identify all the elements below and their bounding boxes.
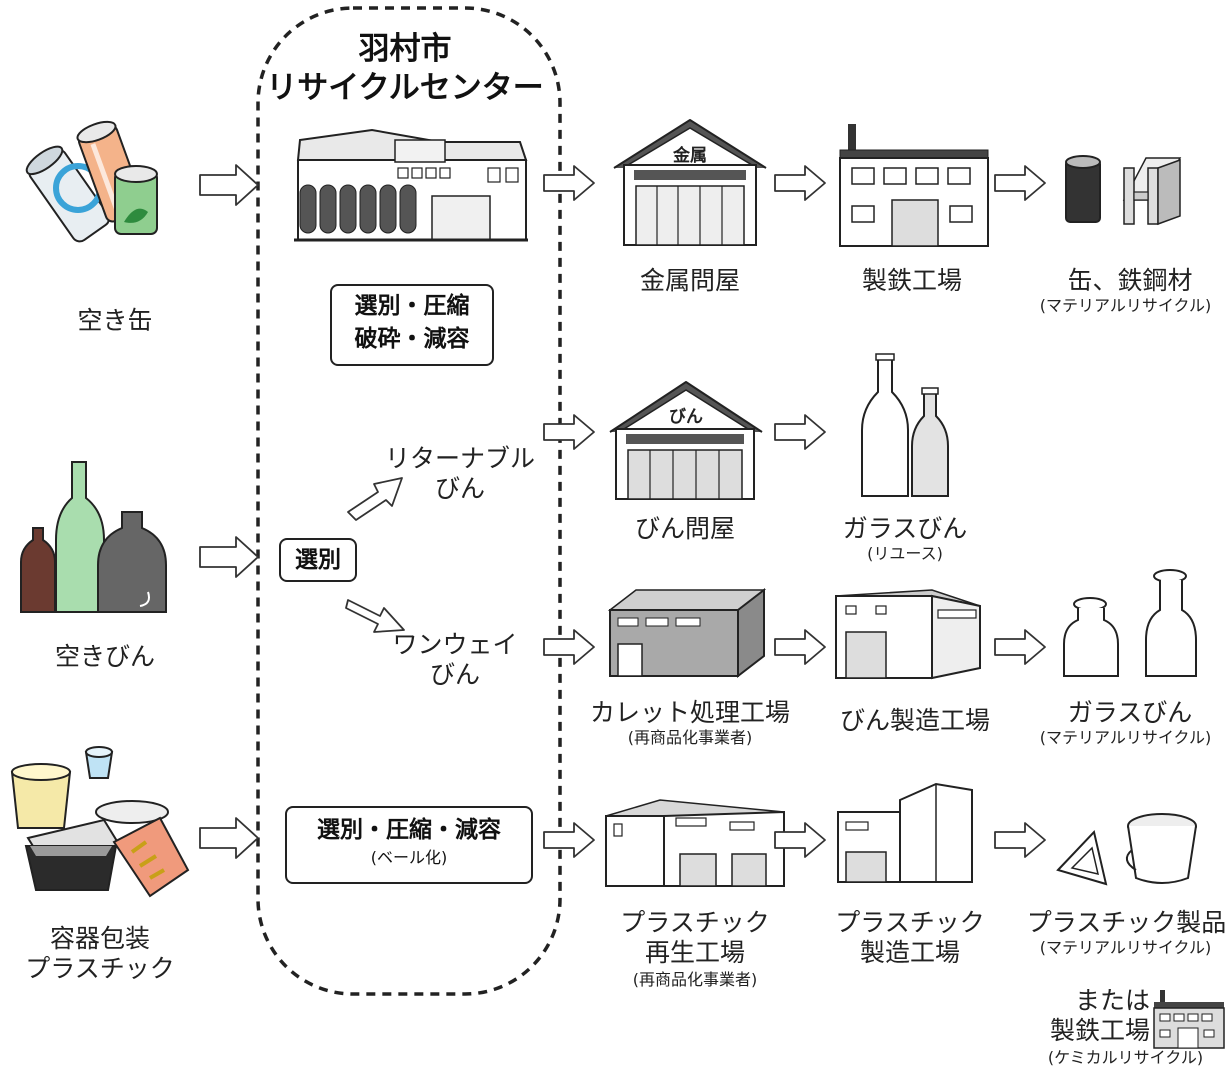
arrow-to-plastic-products <box>994 822 1046 858</box>
arrow-plastic-to-center <box>199 817 259 859</box>
returnable-line2: びん <box>434 474 485 503</box>
source-plastic-line2: プラスチック <box>25 954 175 983</box>
plastic-mfg-line1: プラスチック <box>835 908 985 937</box>
arrow-to-returnable <box>347 477 403 521</box>
source-plastic-line1: 容器包装 <box>49 924 150 953</box>
recycling-center-title: 羽村市 リサイクルセンター <box>250 30 560 108</box>
plastic-process-label: 選別・圧縮・減容 <box>317 817 501 843</box>
arrow-to-cullet-plant <box>543 629 595 665</box>
oneway-branch-label: ワンウェイ びん <box>380 630 530 690</box>
metal-warehouse-label: 金属問屋 <box>639 266 740 295</box>
cans-product-note: (マテリアルリサイクル) <box>1039 296 1212 315</box>
bottles-process-label: 選別 <box>295 547 341 573</box>
reuse-glass-bottles-icon <box>861 353 949 497</box>
plastic-products-icon <box>1056 813 1197 886</box>
plastic-containers-icon <box>10 746 190 898</box>
reuse-bottles-label: ガラスびん <box>842 514 968 543</box>
bottle-warehouse-label: びん問屋 <box>634 514 735 543</box>
bottle-warehouse-sign: びん <box>669 407 703 427</box>
cans-process-line1: 選別・圧縮 <box>354 293 470 319</box>
empty-bottles-icon <box>20 461 167 613</box>
plastic-recycle-plant-icon <box>605 799 785 887</box>
bottle-factory-icon <box>835 589 981 680</box>
arrow-to-plastic-recycle-plant <box>543 822 595 858</box>
source-cans-label: 空き缶 <box>77 306 153 335</box>
arrow-cans-to-center <box>199 164 259 206</box>
alt-steel-mill-label: または 製鉄工場 <box>1030 986 1150 1046</box>
cullet-plant-label: カレット処理工場 <box>589 698 790 727</box>
reuse-bottles-note: (リユース) <box>867 544 943 563</box>
source-bottles-label: 空きびん <box>54 642 155 671</box>
alt-line2: 製鉄工場 <box>1049 1016 1150 1045</box>
oneway-line2: びん <box>429 660 480 689</box>
plastic-recycle-line2: 再生工場 <box>644 938 745 967</box>
arrow-to-bottle-warehouse <box>543 414 595 450</box>
plastic-recycle-line1: プラスチック <box>620 908 770 937</box>
returnable-line1: リターナブル <box>384 444 535 473</box>
arrow-to-bottle-plant <box>774 629 826 665</box>
arrow-center-to-metal-warehouse <box>543 165 595 201</box>
metal-warehouse-sign: 金属 <box>673 146 707 166</box>
bottle-warehouse-icon <box>609 381 763 500</box>
plastic-mfg-plant-label: プラスチック 製造工場 <box>815 908 1005 968</box>
arrow-to-reuse-bottles <box>774 414 826 450</box>
oneway-line1: ワンウェイ <box>392 630 518 659</box>
cullet-plant-note: (再商品化事業者) <box>627 728 753 747</box>
metal-warehouse-icon <box>613 119 767 246</box>
cans-process-box: 選別・圧縮 破砕・減容 <box>330 284 494 366</box>
plastic-product-note: (マテリアルリサイクル) <box>1039 938 1212 957</box>
can-and-steel-bar-icon <box>1065 155 1182 226</box>
center-title-line2: リサイクルセンター <box>266 69 544 106</box>
plastic-mfg-plant-icon <box>837 782 973 883</box>
bottles-process-box: 選別 <box>279 538 357 582</box>
empty-cans-icon <box>25 120 158 243</box>
arrow-to-steel-mill <box>774 165 826 201</box>
cans-product-label: 缶、鉄鋼材 <box>1067 266 1193 295</box>
plastic-process-sub: (ベール化) <box>370 848 448 868</box>
cans-process-line2: 破砕・減容 <box>354 326 470 353</box>
source-plastic-label: 容器包装 プラスチック <box>0 924 200 984</box>
steel-mill-label: 製鉄工場 <box>861 266 962 295</box>
plastic-recycle-plant-label: プラスチック 再生工場 <box>600 908 790 968</box>
arrow-to-cans-steel <box>994 165 1046 201</box>
recycling-center-building-icon <box>294 128 528 242</box>
returnable-branch-label: リターナブル びん <box>370 444 550 504</box>
oneway-product-label: ガラスびん <box>1067 698 1193 727</box>
steel-mill-icon <box>839 124 989 247</box>
cullet-plant-icon <box>607 587 767 679</box>
arrow-to-oneway <box>345 599 405 633</box>
recycled-glass-bottles-icon <box>1063 569 1197 677</box>
recycling-center-boundary <box>256 6 562 996</box>
bottle-plant-label: びん製造工場 <box>839 706 990 735</box>
plastic-recycle-plant-note: (再商品化事業者) <box>632 970 758 989</box>
arrow-to-glass-bottles <box>994 629 1046 665</box>
alt-steel-mill-note: (ケミカルリサイクル) <box>1047 1048 1204 1067</box>
plastic-product-label: プラスチック製品 <box>1026 908 1227 937</box>
plastic-process-box: 選別・圧縮・減容 (ベール化) <box>285 806 533 884</box>
plastic-mfg-line2: 製造工場 <box>859 938 960 967</box>
arrow-bottles-to-center <box>199 536 259 578</box>
alt-line1: または <box>1074 986 1150 1015</box>
center-title-line1: 羽村市 <box>358 31 452 67</box>
small-steel-mill-icon <box>1153 990 1225 1049</box>
oneway-product-note: (マテリアルリサイクル) <box>1039 728 1212 747</box>
